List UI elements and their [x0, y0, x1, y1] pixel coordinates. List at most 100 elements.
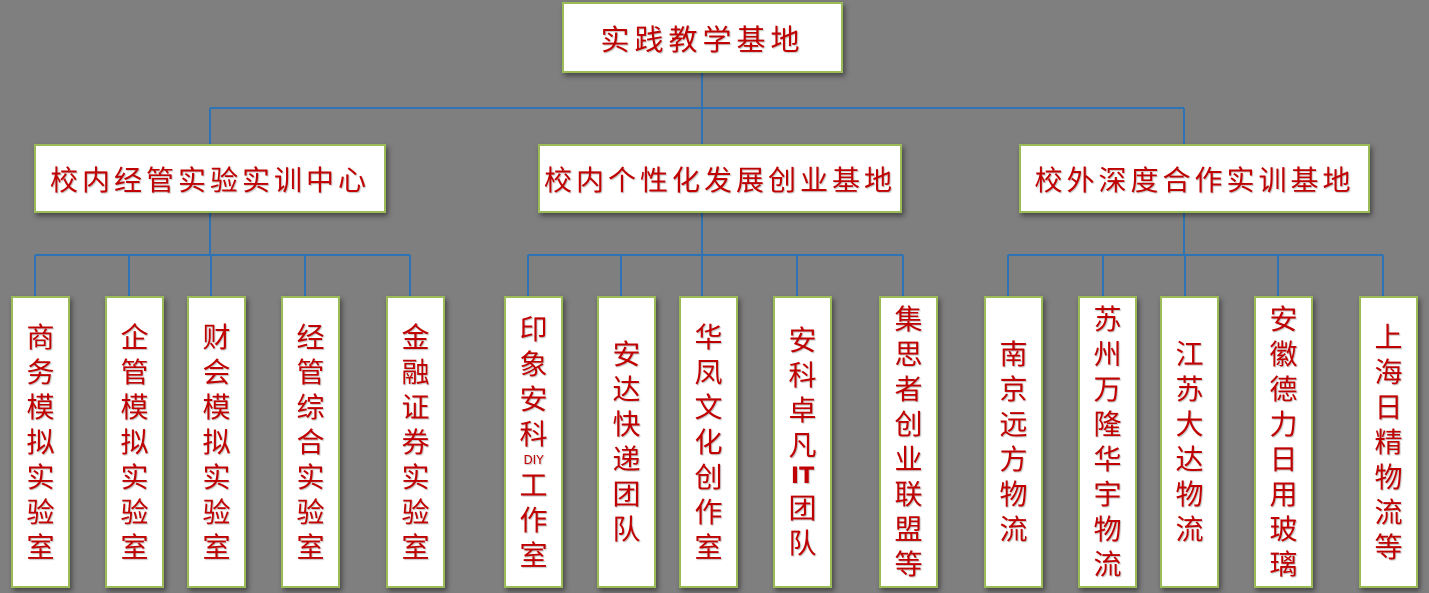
leaf-glyph: 实 — [401, 460, 430, 494]
branch-node-2: 校内个性化发展创业基地 — [538, 144, 902, 213]
leaf-glyph: 德 — [1269, 373, 1298, 406]
leaf-glyph: 者 — [894, 373, 923, 406]
leaf-node-2-5: 集思者创业联盟等 — [879, 296, 938, 588]
leaf-glyph: 室 — [694, 530, 723, 564]
leaf-glyph: 文 — [694, 390, 723, 424]
leaf-label: 华凤文化创作室 — [694, 320, 722, 565]
leaf-glyph: 达 — [1175, 443, 1204, 476]
leaf-glyph: 精 — [1374, 425, 1403, 459]
leaf-glyph: 凡 — [788, 429, 817, 462]
leaf-glyph: 流 — [1374, 495, 1403, 529]
leaf-node-3-1: 南京远方物流 — [984, 296, 1043, 588]
leaf-glyph: 海 — [1374, 355, 1403, 389]
branch-label: 校内经管实验实训中心 — [49, 163, 370, 197]
leaf-glyph: 验 — [401, 495, 430, 529]
leaf-glyph: 证 — [401, 390, 430, 424]
leaf-glyph: 创 — [694, 460, 723, 494]
leaf-glyph: 队 — [612, 513, 641, 546]
leaf-node-3-2: 苏州万隆华宇物流 — [1078, 296, 1137, 588]
leaf-glyph: 队 — [788, 527, 817, 560]
branch-node-3: 校外深度合作实训基地 — [1019, 144, 1370, 213]
leaf-label: 商务模拟实验室 — [26, 320, 54, 565]
leaf-glyph: 拟 — [202, 425, 231, 459]
leaf-glyph: 实 — [120, 460, 149, 494]
leaf-glyph: 合 — [296, 425, 325, 459]
leaf-glyph: 业 — [894, 443, 923, 476]
leaf-glyph: 州 — [1093, 338, 1122, 371]
leaf-glyph: 验 — [202, 495, 231, 529]
leaf-label: 经管综合实验室 — [296, 320, 324, 565]
leaf-label: 安达快递团队 — [612, 337, 640, 547]
leaf-glyph: 团 — [788, 492, 817, 525]
leaf-glyph: 融 — [401, 355, 430, 389]
leaf-glyph: 思 — [894, 338, 923, 371]
root-node: 实践教学基地 — [562, 2, 843, 73]
leaf-label: 江苏大达物流 — [1175, 337, 1203, 547]
root-label: 实践教学基地 — [600, 22, 805, 57]
leaf-glyph: 等 — [894, 548, 923, 581]
leaf-glyph: 商 — [26, 320, 55, 354]
leaf-glyph: 团 — [612, 478, 641, 511]
leaf-glyph: 企 — [120, 320, 149, 354]
leaf-glyph: 物 — [999, 478, 1028, 511]
leaf-glyph: 科 — [519, 417, 548, 451]
leaf-glyph: 室 — [202, 530, 231, 564]
leaf-glyph: 远 — [999, 408, 1028, 441]
leaf-glyph: 用 — [1269, 478, 1298, 511]
leaf-glyph: 物 — [1175, 478, 1204, 511]
leaf-node-1-2: 企管模拟实验室 — [105, 296, 164, 588]
leaf-glyph: 综 — [296, 390, 325, 424]
leaf-glyph: 上 — [1374, 320, 1403, 354]
leaf-glyph: 会 — [202, 355, 231, 389]
leaf-glyph: 工 — [519, 468, 548, 502]
leaf-glyph: 验 — [296, 495, 325, 529]
leaf-label: 集思者创业联盟等 — [894, 302, 922, 582]
leaf-label: 财会模拟实验室 — [202, 320, 230, 565]
leaf-glyph: 模 — [120, 390, 149, 424]
branch-node-1: 校内经管实验实训中心 — [34, 144, 386, 213]
leaf-glyph: 安 — [612, 338, 641, 371]
leaf-glyph: 模 — [202, 390, 231, 424]
leaf-glyph: 流 — [1093, 548, 1122, 581]
leaf-node-2-3: 华凤文化创作室 — [679, 296, 738, 588]
leaf-glyph: 务 — [26, 355, 55, 389]
leaf-glyph: 拟 — [120, 425, 149, 459]
leaf-node-3-5: 上海日精物流等 — [1359, 296, 1418, 588]
leaf-glyph: 室 — [26, 530, 55, 564]
leaf-glyph: 盟 — [894, 513, 923, 546]
branch-label: 校外深度合作实训基地 — [1034, 163, 1355, 197]
leaf-glyph: 力 — [1269, 408, 1298, 441]
leaf-glyph: 实 — [296, 460, 325, 494]
leaf-glyph: 苏 — [1175, 373, 1204, 406]
leaf-glyph: 集 — [894, 303, 923, 336]
leaf-glyph: 等 — [1374, 530, 1403, 564]
leaf-glyph: 物 — [1374, 460, 1403, 494]
leaf-label: 南京远方物流 — [999, 337, 1027, 547]
leaf-glyph: DIY — [523, 452, 544, 467]
leaf-glyph: 作 — [694, 495, 723, 529]
leaf-node-3-4: 安徽德力日用玻璃 — [1254, 296, 1313, 588]
leaf-glyph: 隆 — [1093, 408, 1122, 441]
leaf-glyph: 大 — [1175, 408, 1204, 441]
leaf-node-3-3: 江苏大达物流 — [1160, 296, 1219, 588]
leaf-glyph: 金 — [401, 320, 430, 354]
leaf-glyph: 室 — [120, 530, 149, 564]
leaf-glyph: 安 — [788, 324, 817, 357]
leaf-label: 上海日精物流等 — [1374, 320, 1402, 565]
leaf-node-1-5: 金融证券实验室 — [386, 296, 445, 588]
leaf-glyph: 万 — [1093, 373, 1122, 406]
leaf-glyph: 华 — [694, 320, 723, 354]
leaf-glyph: 璃 — [1269, 548, 1298, 581]
leaf-glyph: 日 — [1269, 443, 1298, 476]
leaf-glyph: 安 — [1269, 303, 1298, 336]
leaf-glyph: 验 — [26, 495, 55, 529]
leaf-glyph: 创 — [894, 408, 923, 441]
leaf-glyph: 实 — [202, 460, 231, 494]
leaf-glyph: 室 — [401, 530, 430, 564]
leaf-glyph: 宇 — [1093, 478, 1122, 511]
leaf-glyph: 京 — [999, 373, 1028, 406]
leaf-node-1-1: 商务模拟实验室 — [11, 296, 70, 588]
